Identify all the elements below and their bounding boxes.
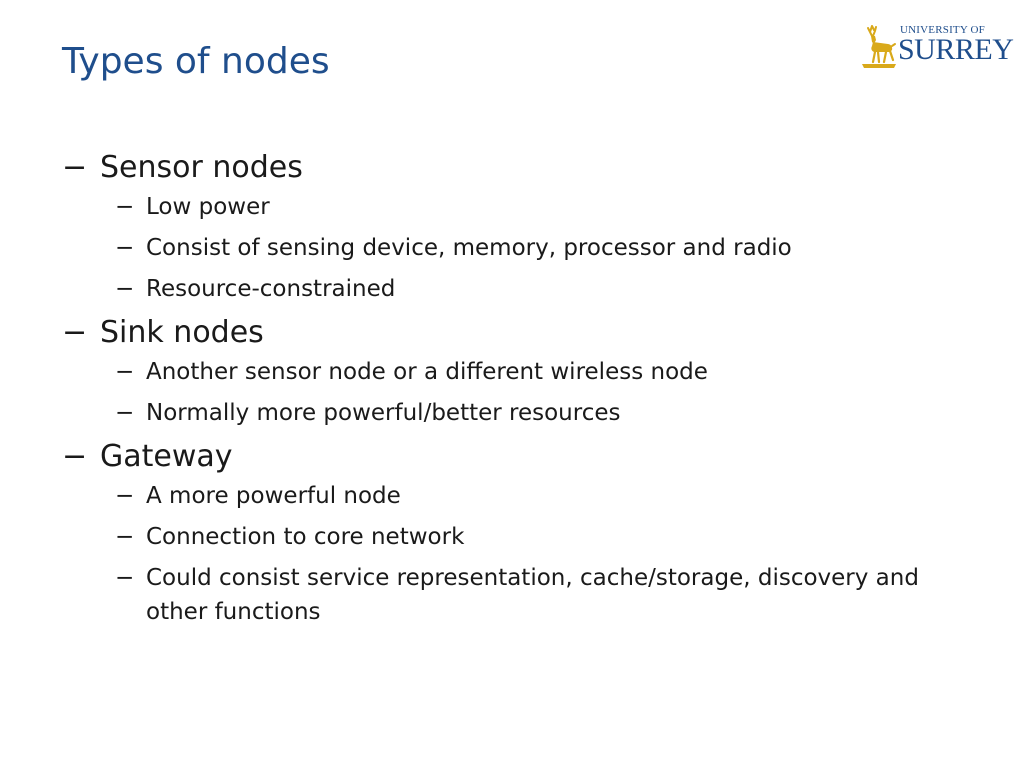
sub-bullet: − Connection to core network: [62, 520, 982, 554]
sub-bullet-text: Connection to core network: [146, 524, 465, 550]
bullet-dash: −: [115, 400, 135, 426]
bullet-dash: −: [115, 524, 135, 550]
bullet-dash: −: [115, 276, 135, 302]
bullet-gateway: − Gateway − A more powerful node − Conne…: [62, 437, 982, 629]
stag-icon: [862, 25, 896, 68]
bullet-heading: Sink nodes: [100, 315, 264, 350]
sub-bullet: − Low power: [62, 190, 982, 224]
sub-bullet-text: Could consist service representation, ca…: [146, 565, 919, 625]
slide-content: − Sensor nodes − Low power − Consist of …: [62, 148, 982, 636]
bullet-dash: −: [115, 194, 135, 220]
sub-bullet-text: Resource-constrained: [146, 276, 396, 302]
sub-bullet-list: − Low power − Consist of sensing device,…: [100, 190, 982, 306]
bullet-heading: Gateway: [100, 439, 233, 474]
sub-bullet-text: Normally more powerful/better resources: [146, 400, 621, 426]
bullet-list: − Sensor nodes − Low power − Consist of …: [62, 148, 982, 629]
university-logo: UNIVERSITY OF SURREY: [858, 22, 1014, 72]
bullet-dash: −: [62, 315, 88, 350]
bullet-sink-nodes: − Sink nodes − Another sensor node or a …: [62, 313, 982, 430]
sub-bullet: − A more powerful node: [62, 479, 982, 513]
bullet-heading: Sensor nodes: [100, 150, 303, 185]
bullet-dash: −: [115, 359, 135, 385]
bullet-dash: −: [115, 565, 135, 591]
bullet-dash: −: [115, 235, 135, 261]
sub-bullet-list: − Another sensor node or a different wir…: [100, 355, 982, 430]
logo-surrey: SURREY: [898, 33, 1014, 66]
sub-bullet: − Could consist service representation, …: [62, 561, 982, 629]
bullet-dash: −: [62, 150, 88, 185]
sub-bullet: − Consist of sensing device, memory, pro…: [62, 231, 982, 265]
bullet-sensor-nodes: − Sensor nodes − Low power − Consist of …: [62, 148, 982, 306]
sub-bullet-text: Low power: [146, 194, 270, 220]
slide-title: Types of nodes: [62, 41, 330, 82]
sub-bullet-text: Consist of sensing device, memory, proce…: [146, 235, 792, 261]
sub-bullet-list: − A more powerful node − Connection to c…: [100, 479, 982, 629]
sub-bullet: − Resource-constrained: [62, 272, 982, 306]
sub-bullet-text: Another sensor node or a different wirel…: [146, 359, 708, 385]
sub-bullet: − Normally more powerful/better resource…: [62, 396, 982, 430]
bullet-dash: −: [62, 439, 88, 474]
sub-bullet: − Another sensor node or a different wir…: [62, 355, 982, 389]
sub-bullet-text: A more powerful node: [146, 483, 401, 509]
logo-university-of: UNIVERSITY OF: [900, 24, 985, 36]
bullet-dash: −: [115, 483, 135, 509]
